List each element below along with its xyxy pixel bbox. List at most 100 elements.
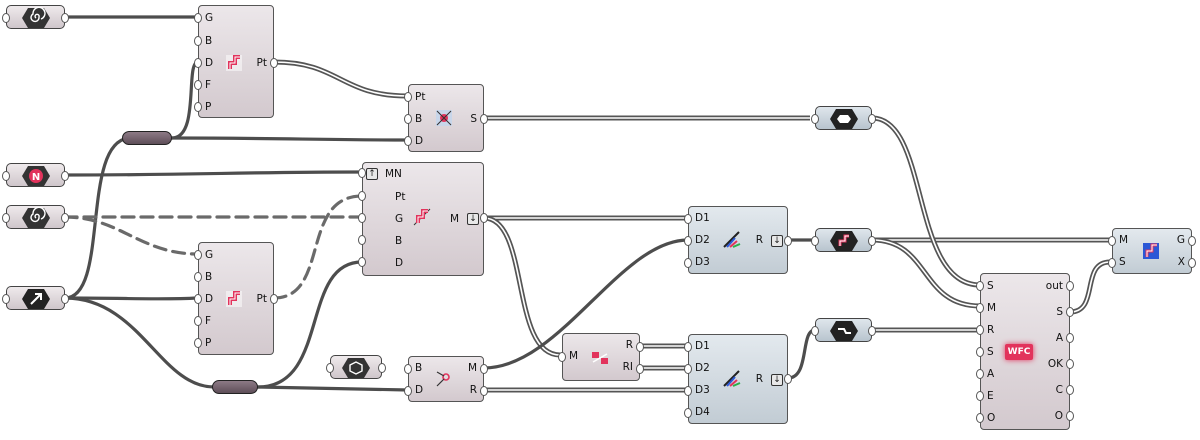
port-grip[interactable] [358,235,366,245]
port-grip[interactable] [636,364,644,374]
port-grip[interactable] [2,171,10,181]
wfc-solver-component[interactable]: S M R S A E O out S A OK C O WFC [980,273,1070,430]
port-grip[interactable] [480,114,488,124]
slot-param[interactable] [815,106,872,130]
port-grip[interactable] [358,257,366,267]
port-grip[interactable] [358,168,366,178]
module-param[interactable] [815,228,872,252]
port-grip[interactable] [404,386,412,396]
port-grip[interactable] [976,347,984,357]
port-grip[interactable] [868,114,876,124]
port-grip[interactable] [194,58,202,68]
deconstruct-component[interactable]: B D M R [408,356,484,402]
input-a: A [987,368,995,380]
arrow-down-icon[interactable]: ↓ [771,235,783,247]
port-grip[interactable] [270,294,278,304]
port-grip[interactable] [684,408,692,418]
port-grip[interactable] [868,326,876,336]
port-grip[interactable] [1108,258,1116,268]
populate-component[interactable]: G B D F P Pt [198,5,274,118]
output-m: M [467,362,477,374]
port-grip[interactable] [358,213,366,223]
port-grip[interactable] [1066,385,1074,395]
port-grip[interactable] [194,316,202,326]
port-grip[interactable] [194,80,202,90]
geometry-output-component[interactable]: M S G X [1112,228,1192,274]
port-grip[interactable] [1188,258,1196,268]
populate-component-2[interactable]: G B D F P Pt [198,242,274,355]
port-grip[interactable] [1066,281,1074,291]
port-grip[interactable] [1066,411,1074,421]
dispatch-component[interactable]: D1 D2 D3 R ↓ [688,206,788,274]
dispatch-component-2[interactable]: D1 D2 D3 D4 R ↓ [688,334,788,424]
port-grip[interactable] [480,213,488,223]
port-grip[interactable] [684,364,692,374]
geometry-param[interactable] [6,286,65,310]
port-grip[interactable] [2,213,10,223]
port-grip[interactable] [358,191,366,201]
port-grip[interactable] [558,352,566,362]
port-grip[interactable] [976,369,984,379]
port-grip[interactable] [868,236,876,246]
port-grip[interactable] [480,386,488,396]
port-grip[interactable] [684,342,692,352]
port-grip[interactable] [2,294,10,304]
spiral-param[interactable] [6,5,65,29]
points-to-slots-component[interactable]: Pt B D S [408,84,484,152]
port-grip[interactable] [61,13,69,23]
port-grip[interactable] [976,303,984,313]
box-param[interactable] [330,355,382,379]
port-grip[interactable] [326,363,334,373]
output-s: S [1056,306,1063,318]
port-grip[interactable] [976,391,984,401]
port-grip[interactable] [404,364,412,374]
port-grip[interactable] [378,363,386,373]
port-grip[interactable] [194,102,202,112]
port-grip[interactable] [976,413,984,423]
port-grip[interactable] [811,326,819,336]
port-grip[interactable] [1066,307,1074,317]
module-component[interactable]: ↑ MN Pt G B D M ↓ [362,162,484,276]
port-grip[interactable] [1066,333,1074,343]
module-icon [830,231,858,251]
port-grip[interactable] [1066,359,1074,369]
port-grip[interactable] [194,13,202,23]
port-grip[interactable] [976,281,984,291]
arrow-down-icon[interactable]: ↓ [467,213,479,225]
port-grip[interactable] [480,364,488,374]
port-grip[interactable] [270,58,278,68]
port-grip[interactable] [404,136,412,146]
port-grip[interactable] [194,338,202,348]
port-grip[interactable] [2,13,10,23]
port-grip[interactable] [684,258,692,268]
port-grip[interactable] [976,325,984,335]
port-grip[interactable] [194,294,202,304]
port-grip[interactable] [811,236,819,246]
spiral-param-2[interactable] [6,205,65,229]
port-grip[interactable] [784,374,792,384]
port-grip[interactable] [684,236,692,246]
port-grip[interactable] [684,214,692,224]
port-grip[interactable] [684,386,692,396]
relay[interactable] [122,131,172,145]
port-grip[interactable] [1108,236,1116,246]
port-grip[interactable] [194,250,202,260]
port-grip[interactable] [784,236,792,246]
arrow-down-icon[interactable]: ↓ [771,374,783,386]
port-grip[interactable] [61,213,69,223]
port-grip[interactable] [404,92,412,102]
port-grip[interactable] [194,272,202,282]
port-grip[interactable] [811,114,819,124]
rule-param[interactable] [815,318,872,342]
port-grip[interactable] [194,36,202,46]
port-grip[interactable] [61,171,69,181]
port-grip[interactable] [1188,236,1196,246]
port-grip[interactable] [404,114,412,124]
relay[interactable] [212,380,258,394]
arrow-up-icon[interactable]: ↑ [366,168,378,180]
port-grip[interactable] [61,294,69,304]
n-param[interactable]: N [6,163,65,187]
port-grip[interactable] [636,342,644,352]
rule-component[interactable]: M R RI [562,333,640,381]
hexagon-icon [830,109,858,129]
